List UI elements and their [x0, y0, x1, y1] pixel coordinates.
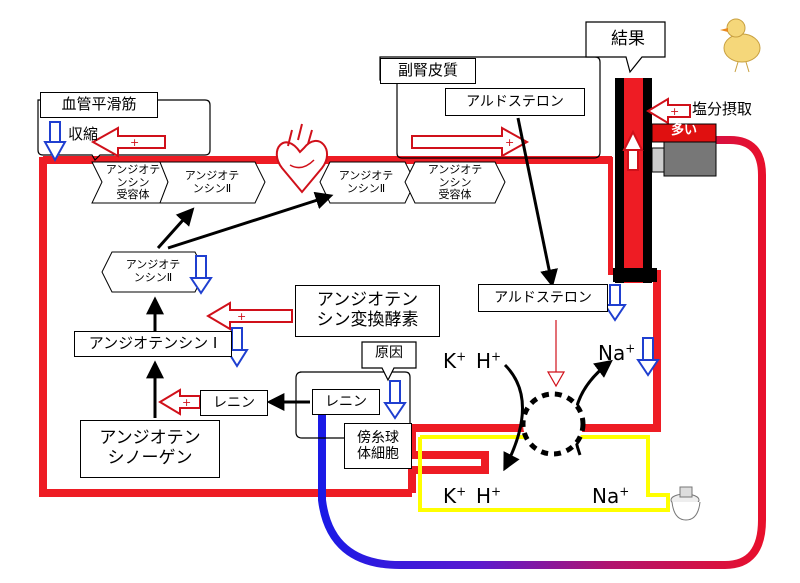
plus-sign: + — [505, 136, 514, 149]
blue-down-arrow-contraction — [43, 121, 67, 163]
aldosterone-top: アルドステロン — [445, 88, 585, 116]
chick-icon — [720, 18, 761, 73]
tubule-yellow — [418, 435, 670, 512]
renin-left: レニン — [200, 390, 268, 416]
renin-right: レニン — [312, 389, 380, 415]
plus-sign: + — [670, 105, 679, 118]
result-up-arrow — [622, 129, 644, 171]
black-arrows — [146, 117, 613, 472]
salt-arrow — [646, 97, 691, 125]
heart-icon — [275, 123, 328, 194]
salt-level-badge: 多い — [670, 123, 697, 138]
vessel-loop — [39, 156, 661, 497]
blue-down-arrow-angiotensin2 — [189, 255, 213, 295]
blue-down-arrow-angiotensin1 — [225, 327, 249, 368]
angiotensinogen-label: アンジオテン シノーゲン — [80, 420, 220, 478]
at-receptor-left: アンジオテ ンシン 受容体 — [105, 163, 161, 202]
hexagons — [91, 161, 506, 293]
ace-label: アンジオテン シン変換酵素 — [295, 285, 440, 337]
cause-bubble — [361, 341, 417, 382]
ion-h-bottom: H+ — [476, 484, 502, 508]
vessel-gradient — [318, 136, 766, 569]
ion-k-top: K+ — [443, 349, 467, 373]
hex-receptor-right — [404, 161, 506, 204]
hex-angiotensin2-small — [101, 251, 206, 293]
angiotensin2-left: アンジオテ ンシンⅡ — [184, 169, 240, 195]
ion-h-top: H+ — [476, 349, 502, 373]
ion-na-top: Na+ — [598, 341, 636, 365]
toilet-icon — [670, 486, 701, 521]
adrenal-cortex-title: 副腎皮質 — [380, 58, 476, 84]
angiotensin1-label: アンジオテンシン Ⅰ — [74, 331, 232, 357]
renin-arrow — [158, 388, 201, 416]
juxtaglomerular-label: 傍糸球 体細胞 — [344, 423, 412, 469]
aldosterone-mid: アルドステロン — [478, 284, 608, 312]
result-bubble — [585, 21, 666, 74]
ion-na-bottom: Na+ — [592, 484, 630, 508]
red-arrows — [90, 97, 691, 416]
ion-pump-circle — [520, 391, 586, 457]
blue-down-arrow-na — [636, 337, 660, 377]
angiotensin2-mid: アンジオテ ンシンⅡ — [338, 169, 394, 195]
ion-k-bottom: K+ — [443, 484, 467, 508]
aldosterone-pump-arrow — [546, 320, 566, 388]
vascular-smooth-muscle-title: 血管平滑筋 — [40, 92, 158, 118]
cause-label: 原因 — [375, 345, 403, 361]
hex-angiotensin2-mid — [319, 161, 416, 204]
blue-arrows — [43, 121, 660, 420]
plus-sign: + — [130, 136, 139, 149]
hex-angiotensin2-left — [159, 161, 266, 204]
result-label: 結果 — [611, 29, 645, 49]
plus-sign: + — [237, 310, 246, 323]
receptor-right-arrow — [411, 126, 530, 158]
plus-sign: + — [182, 396, 191, 409]
at-receptor-right: アンジオテ ンシン 受容体 — [427, 163, 483, 202]
result-column — [613, 78, 657, 283]
adrenal-callout — [379, 56, 601, 159]
blue-down-arrow-aldosterone — [603, 284, 627, 322]
angiotensin2-small: アンジオテ ンシンⅡ — [125, 258, 181, 284]
smooth-muscle-callout — [37, 99, 211, 161]
blue-down-arrow-renin — [383, 380, 407, 420]
ace-arrow — [206, 301, 293, 331]
salt-shaker-icon — [651, 123, 717, 177]
salt-intake-label: 塩分摂取 — [692, 100, 753, 118]
contraction-label: 収縮 — [68, 125, 99, 143]
contraction-arrow — [90, 126, 166, 158]
